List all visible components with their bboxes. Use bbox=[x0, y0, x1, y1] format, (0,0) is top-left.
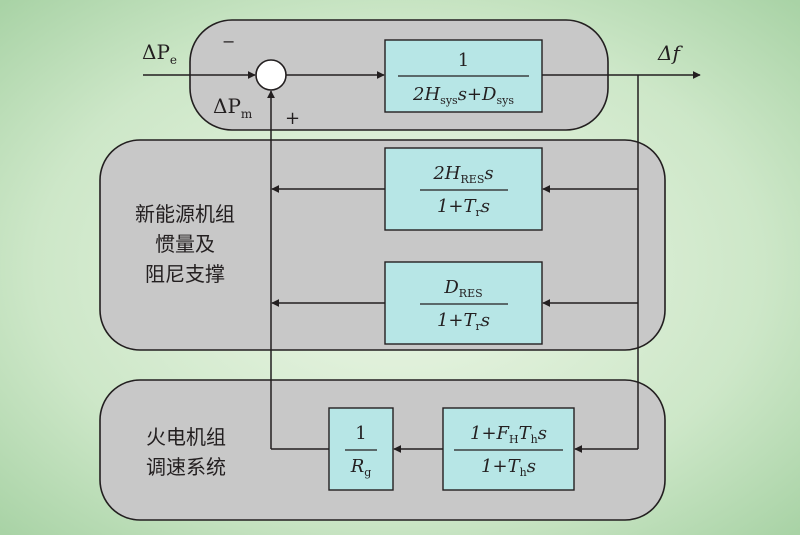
droop-denominator: Rg bbox=[350, 456, 372, 479]
minus-sign: − bbox=[222, 32, 235, 51]
damping-numerator: DRES bbox=[443, 277, 482, 300]
delta-pm-label: ΔPm bbox=[213, 94, 253, 121]
system-numerator: 1 bbox=[458, 50, 469, 71]
droop-numerator: 1 bbox=[355, 423, 366, 444]
renewable-label-line-2: 惯量及 bbox=[155, 232, 215, 256]
governor-block bbox=[442, 407, 575, 491]
summing-junction bbox=[255, 59, 287, 91]
renewable-label-line-3: 阻尼支撑 bbox=[145, 262, 225, 286]
delta-f-label: Δf bbox=[657, 41, 683, 65]
inertia-denominator: 1+Trs bbox=[437, 196, 490, 219]
damping-denominator: 1+Trs bbox=[437, 310, 490, 333]
inertia-block bbox=[384, 147, 543, 231]
droop-block bbox=[328, 407, 394, 491]
thermal-label-line-1: 火电机组 bbox=[146, 425, 226, 449]
renewable-label-line-1: 新能源机组 bbox=[135, 202, 235, 226]
plus-sign: + bbox=[285, 108, 300, 129]
governor-numerator: 1+FHThs bbox=[470, 423, 547, 446]
delta-pe-label: ΔPe bbox=[142, 40, 177, 67]
damping-block bbox=[384, 261, 543, 345]
thermal-label-line-2: 调速系统 bbox=[146, 455, 226, 479]
inertia-numerator: 2HRESs bbox=[432, 163, 493, 186]
signal-lines bbox=[143, 71, 701, 453]
system-denominator: 2Hsyss+Dsys bbox=[412, 84, 514, 107]
governor-denominator: 1+Ths bbox=[481, 456, 536, 479]
